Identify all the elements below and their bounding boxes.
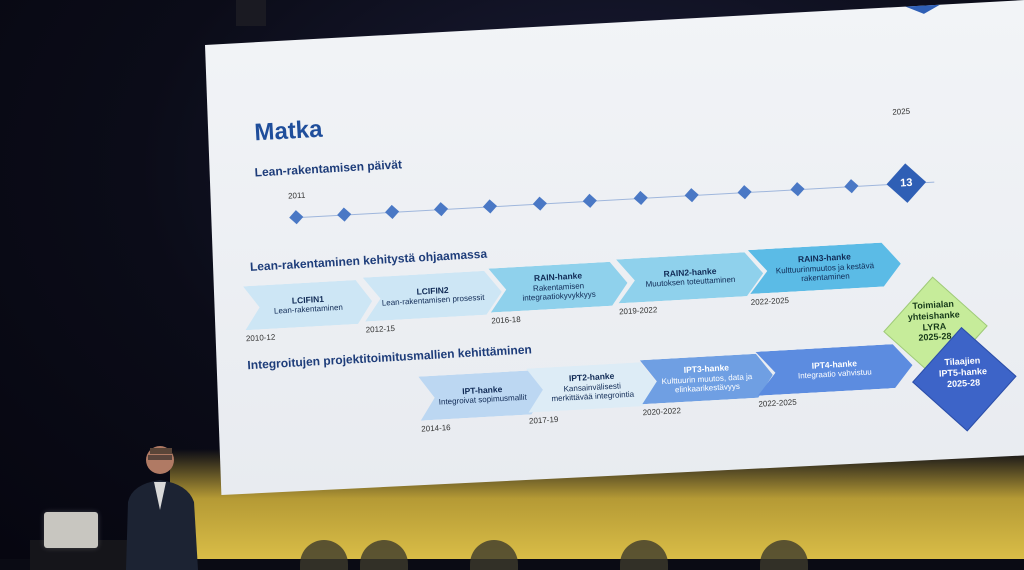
- period-label: 2010-12: [245, 332, 276, 344]
- chevron-text: Kulttuurin muutos, data ja elinkaarikest…: [661, 371, 753, 395]
- ceiling-fixture: [236, 0, 266, 26]
- period-label: 2012-15: [365, 323, 396, 335]
- period-label: 2014-16: [421, 422, 451, 434]
- timeline-diamond: [844, 179, 859, 194]
- laptop: [44, 512, 98, 548]
- timeline-diamond: [482, 199, 498, 214]
- timeline-end-year: 2025: [892, 106, 911, 117]
- slide-title: Matka: [253, 115, 324, 147]
- timeline-diamond: [582, 193, 597, 208]
- slide: Matka Lean-rakentamisen päivät 2011 2025…: [205, 0, 1024, 494]
- timeline-diamond: [684, 188, 699, 203]
- chevron-lcifin1: LCIFIN1 Lean-rakentaminen: [243, 279, 373, 330]
- period-label: 2017-19: [528, 414, 559, 426]
- section-lean-days: Lean-rakentamisen päivät: [254, 157, 403, 180]
- chevron-rain3: RAIN3-hanke Kulttuurinmuutos ja kestävä …: [748, 242, 902, 294]
- chevron-ipt4: IPT4-hanke Integraatio vahvistuu: [755, 343, 913, 396]
- timeline-diamond: [790, 182, 805, 197]
- period-label: 2019-2022: [618, 305, 658, 317]
- chevron-text: Lean-rakentamisen prosessit: [381, 293, 485, 308]
- timeline-diamond: [433, 202, 449, 217]
- section-ipt: Integroitujen projektitoimitusmallien ke…: [247, 342, 533, 373]
- ipt5-box-text: Tilaajien IPT5-hanke 2025-28: [912, 354, 1014, 392]
- chevron-text: Muutoksen toteuttaminen: [645, 275, 736, 290]
- timeline-diamond: [737, 185, 752, 200]
- chevron-ipt3: IPT3-hanke Kulttuurin muutos, data ja el…: [640, 353, 774, 404]
- period-label: 2022-2025: [758, 397, 797, 409]
- chevron-text: Kansainvälisesti merkittävää integrointi…: [551, 381, 635, 404]
- timeline-start-year: 2011: [287, 190, 306, 201]
- chevron-ipt: IPT-hanke Integroivat sopimusmallit: [418, 370, 546, 421]
- chevron-text: Integraatio vahvistuu: [797, 367, 872, 381]
- projection-screen: Matka Lean-rakentamisen päivät 2011 2025…: [205, 0, 1024, 495]
- chevron-text: Rakentamisen integraatiokyvykkyys: [522, 280, 596, 303]
- period-label: 2022-2025: [750, 295, 790, 308]
- timeline-diamond: [289, 210, 304, 225]
- period-label: 2016-18: [491, 314, 521, 326]
- timeline-final-count: 13: [899, 176, 913, 190]
- chevron-lcifin2: LCIFIN2 Lean-rakentamisen prosessit: [363, 270, 503, 322]
- chevron-text: Integroivat sopimusmallit: [438, 392, 527, 407]
- timeline-diamond: [532, 196, 547, 211]
- chevron-ipt2: IPT2-hanke Kansainvälisesti merkittävää …: [526, 361, 658, 412]
- chevron-text: Lean-rakentaminen: [273, 303, 344, 316]
- timeline-diamond: [633, 190, 648, 206]
- section-lean-development: Lean-rakentaminen kehitystä ohjaamassa: [249, 246, 488, 274]
- timeline-diamond: [337, 207, 352, 222]
- period-label: 2020-2022: [642, 406, 682, 418]
- presenter: [126, 446, 198, 570]
- chevron-rain: RAIN-hanke Rakentamisen integraatiokyvyk…: [488, 261, 628, 313]
- timeline-diamond: [385, 204, 400, 219]
- chevron-text: Kulttuurinmuutos ja kestävä rakentaminen: [775, 260, 875, 284]
- chevron-rain2: RAIN2-hanke Muutoksen toteuttaminen: [616, 251, 764, 303]
